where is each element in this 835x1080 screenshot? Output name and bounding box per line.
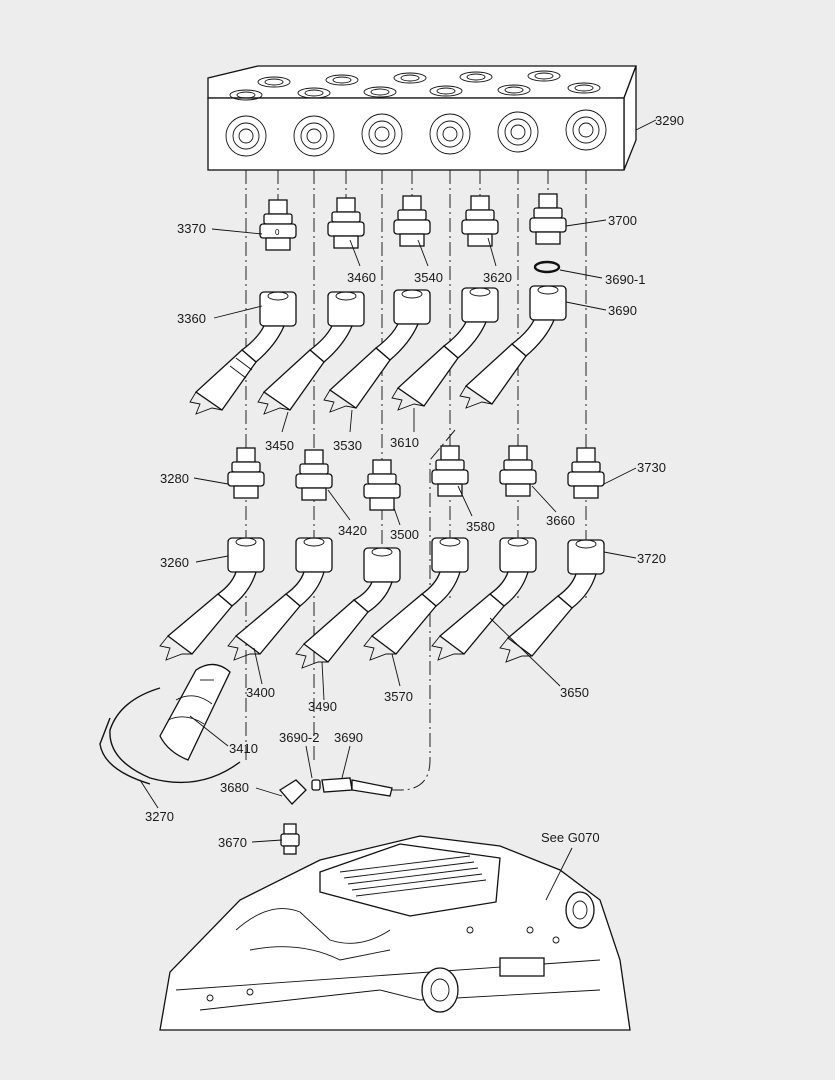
callout-3410: 3410 bbox=[229, 741, 258, 756]
callout-3650: 3650 bbox=[560, 685, 589, 700]
callout-3460: 3460 bbox=[347, 270, 376, 285]
fitting-3460 bbox=[327, 197, 365, 249]
hose-3540-3610 bbox=[323, 289, 431, 413]
fitting-3620 bbox=[461, 195, 499, 247]
callout-3720: 3720 bbox=[637, 551, 666, 566]
callout-3400: 3400 bbox=[246, 685, 275, 700]
callout-3670: 3670 bbox=[218, 835, 247, 850]
callout-labels: 3290 3370 3700 3460 3540 3620 3690-1 336… bbox=[145, 113, 684, 850]
callout-3690-lower: 3690 bbox=[334, 730, 363, 745]
callout-3500: 3500 bbox=[390, 527, 419, 542]
callout-3420: 3420 bbox=[338, 523, 367, 538]
lower-hoses bbox=[159, 537, 605, 669]
middle-fittings bbox=[227, 445, 605, 511]
fitting-3500 bbox=[363, 459, 401, 511]
callout-3690-1: 3690-1 bbox=[605, 272, 645, 287]
callout-3270: 3270 bbox=[145, 809, 174, 824]
hose-3650-a bbox=[431, 537, 537, 661]
callout-3450: 3450 bbox=[265, 438, 294, 453]
o-ring-3690-1 bbox=[533, 260, 561, 274]
fitting-3730 bbox=[567, 447, 605, 499]
callout-3610: 3610 bbox=[390, 435, 419, 450]
hose-3490 bbox=[295, 547, 401, 669]
fitting-3540 bbox=[393, 195, 431, 247]
hose-3400 bbox=[227, 537, 333, 661]
callout-3280: 3280 bbox=[160, 471, 189, 486]
callout-3680: 3680 bbox=[220, 780, 249, 795]
manifold-block bbox=[207, 65, 637, 171]
hose-3460-3530 bbox=[257, 291, 365, 415]
fitting-3700 bbox=[529, 193, 567, 245]
leader-lines bbox=[139, 119, 657, 901]
callout-3490: 3490 bbox=[308, 699, 337, 714]
fitting-3580 bbox=[431, 445, 469, 497]
hose-3720 bbox=[499, 539, 605, 663]
callout-3730: 3730 bbox=[637, 460, 666, 475]
fitting-3660 bbox=[499, 445, 537, 497]
hose-3620 bbox=[391, 287, 499, 411]
callout-3290: 3290 bbox=[655, 113, 684, 128]
svg-text:0: 0 bbox=[275, 228, 280, 237]
callout-3660: 3660 bbox=[546, 513, 575, 528]
hose-3260-3400 bbox=[159, 537, 265, 661]
hose-3360-3450 bbox=[189, 291, 297, 415]
callout-3570: 3570 bbox=[384, 689, 413, 704]
callout-3700: 3700 bbox=[608, 213, 637, 228]
callout-3540: 3540 bbox=[414, 270, 443, 285]
hose-3690 bbox=[459, 285, 567, 409]
tube-assembly bbox=[279, 777, 393, 855]
callout-3530: 3530 bbox=[333, 438, 362, 453]
upper-hoses bbox=[189, 285, 567, 415]
fitting-3280 bbox=[227, 447, 265, 499]
callout-3370: 3370 bbox=[177, 221, 206, 236]
callout-3690-upper: 3690 bbox=[608, 303, 637, 318]
callout-3360: 3360 bbox=[177, 311, 206, 326]
callout-3580: 3580 bbox=[466, 519, 495, 534]
upper-fittings: 0 bbox=[259, 193, 567, 274]
hose-3570 bbox=[363, 537, 469, 661]
sleeve-and-clip bbox=[99, 663, 241, 785]
callout-see-g070: See G070 bbox=[541, 830, 600, 845]
transmission-assembly bbox=[159, 835, 631, 1031]
callout-3620: 3620 bbox=[483, 270, 512, 285]
fitting-3420 bbox=[295, 449, 333, 501]
fitting-3370: 0 bbox=[259, 199, 297, 251]
callout-3260: 3260 bbox=[160, 555, 189, 570]
callout-3690-2: 3690-2 bbox=[279, 730, 319, 745]
